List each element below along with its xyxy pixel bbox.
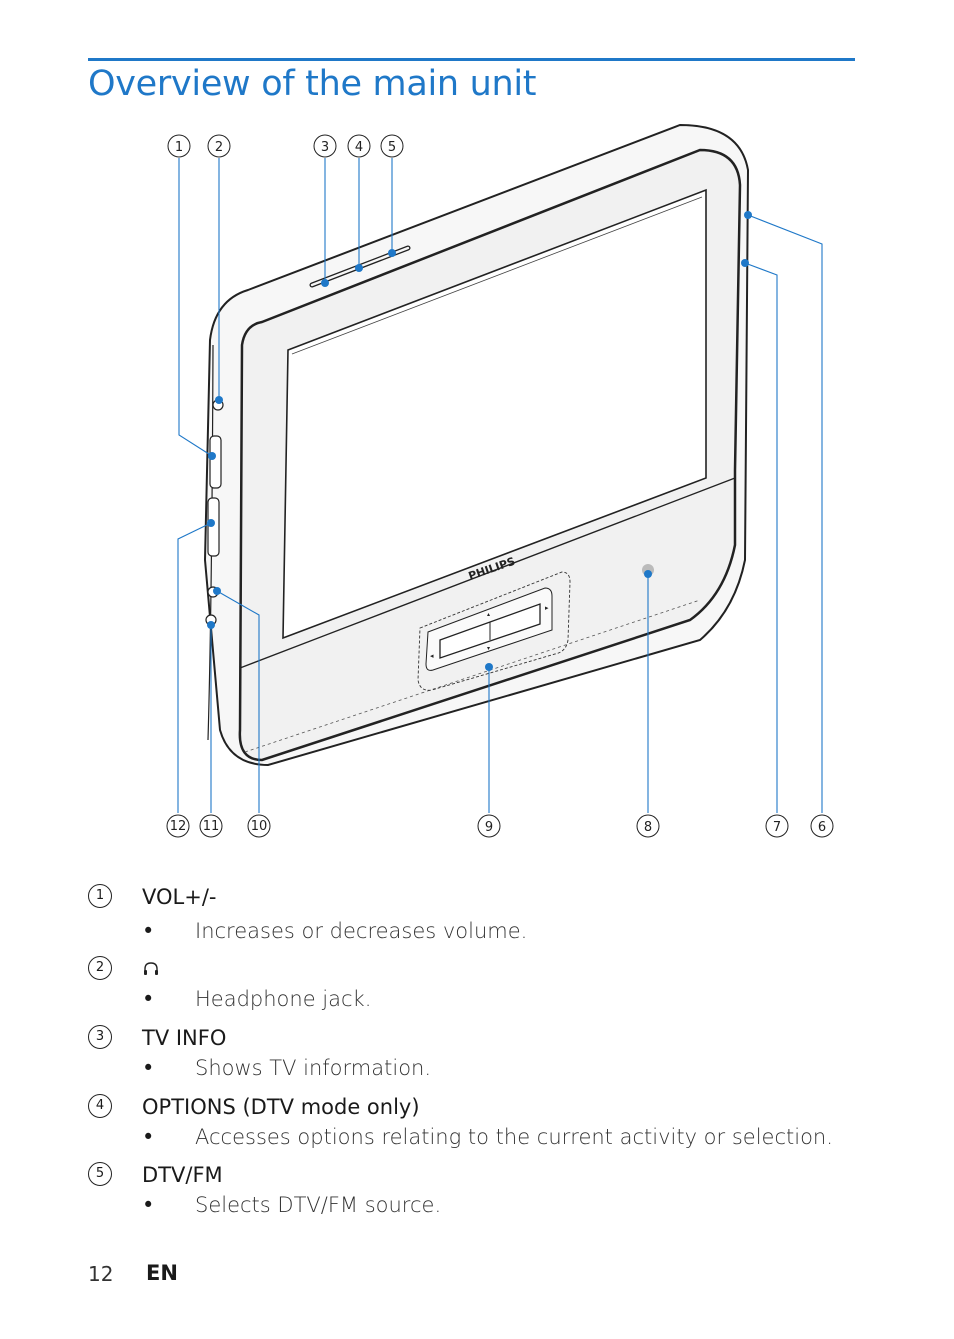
language-code: EN [146, 1261, 178, 1285]
callout-5: 5 [388, 140, 396, 155]
svg-text:◂: ◂ [430, 652, 434, 660]
bullet: • [142, 987, 155, 1011]
item-label: TV INFO [142, 1026, 227, 1050]
device-screen [282, 188, 707, 640]
svg-text:▴: ▴ [487, 611, 490, 618]
item-number: 2 [88, 956, 112, 980]
callout-4: 4 [355, 140, 363, 155]
bullet: • [142, 1125, 155, 1149]
item-description: Increases or decreases volume. [195, 919, 528, 943]
power-switch [207, 497, 220, 557]
item-description: Accesses options relating to the current… [195, 1125, 833, 1149]
title-rule [88, 58, 855, 61]
bullet: • [142, 919, 155, 943]
callout-2: 2 [215, 140, 223, 155]
item-description: Headphone jack. [195, 987, 372, 1011]
callout-9: 9 [485, 820, 493, 835]
vol-control [209, 435, 222, 489]
item-label: VOL+/- [142, 885, 217, 909]
callout-8: 8 [644, 820, 652, 835]
bullet: • [142, 1193, 155, 1217]
headphone-icon [144, 962, 158, 975]
device-illustration: PHILIPS ◂ ▸ ▴ ▾ [150, 118, 850, 848]
callout-1: 1 [175, 140, 183, 155]
page-number: 12 [88, 1262, 114, 1286]
callout-7: 7 [773, 820, 781, 835]
item-description: Shows TV information. [195, 1056, 432, 1080]
callout-12: 12 [170, 819, 187, 834]
callout-6: 6 [818, 820, 826, 835]
item-number: 4 [88, 1094, 112, 1118]
callout-3: 3 [321, 140, 329, 155]
item-number: 1 [88, 884, 112, 908]
nav-pad-outline [417, 571, 571, 691]
bullet: • [142, 1056, 155, 1080]
svg-text:▸: ▸ [545, 604, 549, 612]
item-label: OPTIONS (DTV mode only) [142, 1095, 420, 1119]
callout-10: 10 [251, 819, 268, 834]
item-description: Selects DTV/FM source. [195, 1193, 442, 1217]
callout-11: 11 [203, 819, 220, 834]
svg-text:▾: ▾ [487, 645, 490, 652]
item-number: 5 [88, 1162, 112, 1186]
item-number: 3 [88, 1025, 112, 1049]
item-label: DTV/FM [142, 1163, 223, 1187]
device-diagram-svg: PHILIPS ◂ ▸ ▴ ▾ [166, 123, 834, 838]
page-title: Overview of the main unit [88, 64, 537, 104]
